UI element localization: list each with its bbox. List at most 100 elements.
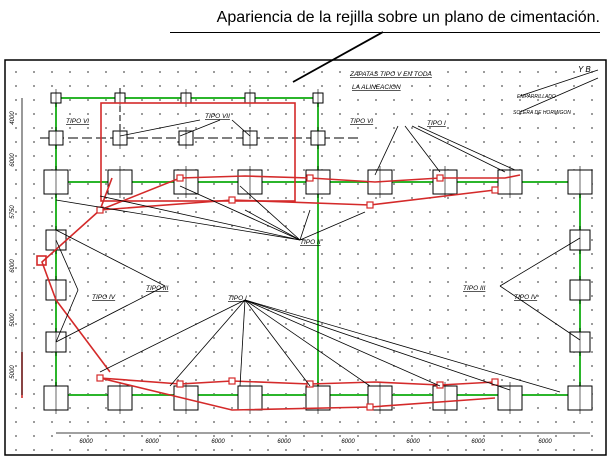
grid-dot <box>33 309 35 311</box>
rebar-node <box>228 377 236 385</box>
label-tipo-iv-left: TIPO IV <box>92 294 116 301</box>
grid-dot <box>591 99 593 101</box>
grid-dot <box>177 141 179 143</box>
grid-dot <box>591 85 593 87</box>
grid-dot <box>429 127 431 129</box>
grid-dot <box>159 211 161 213</box>
grid-dot <box>195 155 197 157</box>
grid-dot <box>213 295 215 297</box>
grid-dot <box>231 295 233 297</box>
grid-dot <box>51 267 53 269</box>
grid-dot <box>141 337 143 339</box>
caption-leader <box>292 31 384 83</box>
grid-dot <box>69 421 71 423</box>
dim-vertical: 4000 <box>10 111 16 125</box>
grid-dot <box>357 155 359 157</box>
grid-dot <box>159 351 161 353</box>
grid-dot <box>555 183 557 185</box>
grid-dot <box>231 435 233 437</box>
grid-dot <box>177 127 179 129</box>
grid-dot <box>465 225 467 227</box>
grid-dot <box>429 351 431 353</box>
grid-dot <box>429 421 431 423</box>
rebar-top-chain-b <box>99 189 496 211</box>
grid-dot <box>555 309 557 311</box>
grid-dot <box>483 225 485 227</box>
grid-dot <box>465 379 467 381</box>
grid-dot <box>177 351 179 353</box>
grid-dot <box>213 365 215 367</box>
grid-dot <box>591 281 593 283</box>
grid-dot <box>177 225 179 227</box>
dimension-lines <box>21 98 590 434</box>
grid-dot <box>375 239 377 241</box>
grid-dot <box>483 183 485 185</box>
leader <box>55 199 301 241</box>
grid-dot <box>195 239 197 241</box>
grid-dot <box>375 379 377 381</box>
grid-dot <box>573 309 575 311</box>
grid-dot <box>213 85 215 87</box>
leader <box>299 209 311 241</box>
grid-dot <box>105 435 107 437</box>
grid-dot <box>15 99 17 101</box>
grid-dot <box>429 449 431 451</box>
grid-dot <box>357 281 359 283</box>
grid-dot <box>555 99 557 101</box>
grid-dot <box>483 365 485 367</box>
grid-dot <box>87 323 89 325</box>
grid-dot <box>177 211 179 213</box>
grid-dot <box>285 197 287 199</box>
grid-dot <box>321 127 323 129</box>
grid-dot <box>393 71 395 73</box>
grid-dot <box>321 379 323 381</box>
grid-dot <box>501 309 503 311</box>
grid-dot <box>555 253 557 255</box>
grid-dot <box>195 351 197 353</box>
grid-dot <box>393 323 395 325</box>
grid-dot <box>411 407 413 409</box>
grid-dot <box>573 99 575 101</box>
grid-dot <box>87 267 89 269</box>
grid-dot <box>285 169 287 171</box>
leader <box>244 209 301 241</box>
grid-dot <box>123 449 125 451</box>
grid-dot <box>159 155 161 157</box>
grid-dot <box>285 85 287 87</box>
grid-dot <box>51 155 53 157</box>
grid-dot <box>393 435 395 437</box>
grid-dot <box>537 407 539 409</box>
grid-dot <box>87 281 89 283</box>
grid-dot <box>87 113 89 115</box>
grid-dot <box>375 71 377 73</box>
grid-dot <box>411 99 413 101</box>
grid-dot <box>375 155 377 157</box>
grid-dot <box>285 351 287 353</box>
label-tipo-iii-left: TIPO III <box>146 285 169 292</box>
grid-dot <box>393 127 395 129</box>
grid-dot <box>321 435 323 437</box>
grid-dot <box>69 141 71 143</box>
grid-dot <box>483 85 485 87</box>
grid-dot <box>411 281 413 283</box>
grid-dot <box>267 183 269 185</box>
grid-dot <box>231 239 233 241</box>
grid-dot <box>159 253 161 255</box>
grid-dot <box>267 267 269 269</box>
grid-dot <box>339 449 341 451</box>
grid-dot <box>51 309 53 311</box>
grid-dot <box>375 435 377 437</box>
grid-dot <box>123 435 125 437</box>
grid-dot <box>213 337 215 339</box>
grid-dot <box>177 449 179 451</box>
grid-dot <box>591 141 593 143</box>
grid-dot <box>591 211 593 213</box>
grid-dot <box>15 127 17 129</box>
grid-dot <box>267 113 269 115</box>
grid-dot <box>285 225 287 227</box>
grid-dot <box>519 421 521 423</box>
grid-dot <box>303 309 305 311</box>
grid-dot <box>87 309 89 311</box>
grid-dot <box>555 155 557 157</box>
grid-dot <box>123 281 125 283</box>
